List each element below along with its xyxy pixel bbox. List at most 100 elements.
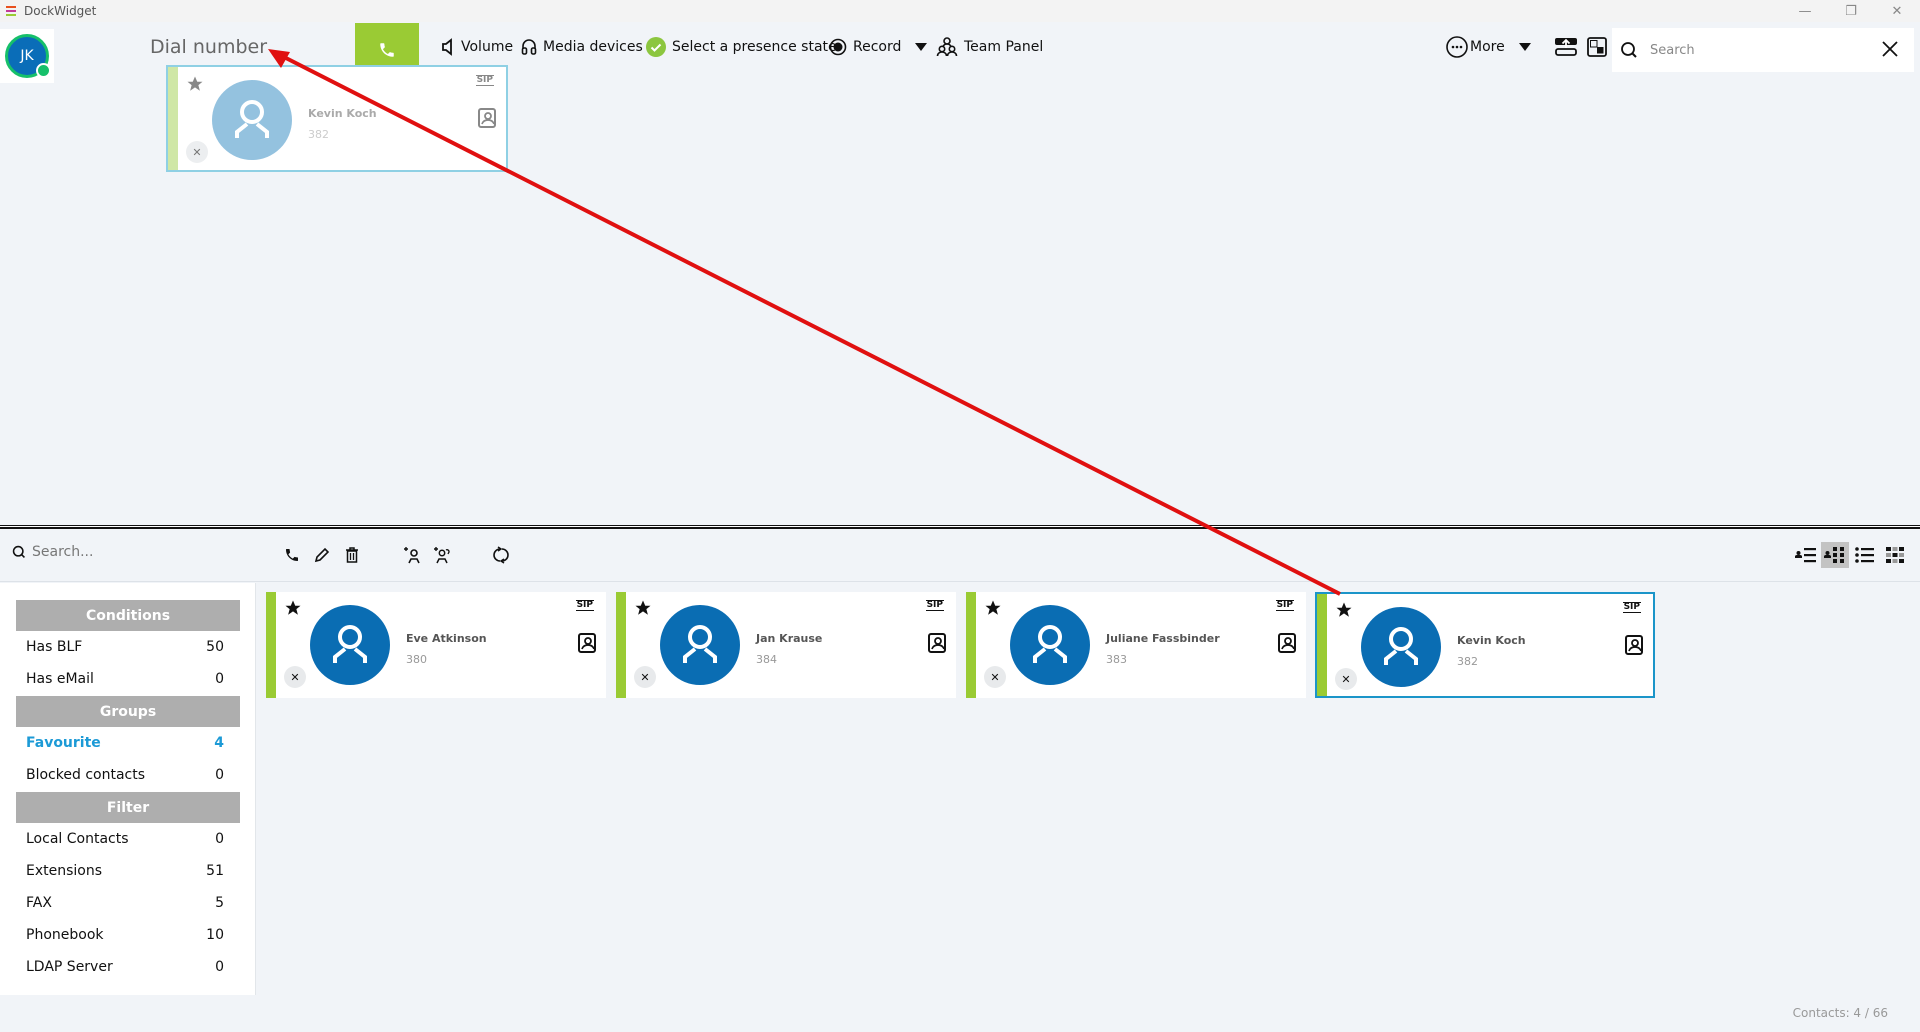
more-button[interactable]: More [1446,36,1531,58]
star-icon[interactable] [634,599,652,617]
sip-badge: SIP [475,75,494,86]
star-icon [187,76,203,91]
global-search-input[interactable]: Search [1612,28,1914,72]
sip-badge: SIP [1275,600,1294,611]
layout-toggle-button[interactable] [1587,36,1607,58]
sidebar-item-ldap-server[interactable]: LDAP Server 0 [26,956,224,978]
pencil-icon [314,547,330,563]
sidebar-item-blocked-contacts[interactable]: Blocked contacts 0 [26,764,224,786]
phone-icon [380,43,394,57]
close-icon[interactable] [1880,39,1900,59]
edit-contact-button[interactable] [311,544,333,566]
contacts-sidebar: Conditions Has BLF 50 Has eMail 0 Groups… [0,583,256,995]
headset-icon [521,39,537,55]
delete-contact-button[interactable] [341,544,363,566]
contact-photo [660,605,740,685]
add-contact-button[interactable] [401,544,423,566]
contact-card-icon[interactable] [928,633,946,653]
panel-splitter[interactable] [0,525,1920,529]
contact-photo [212,80,292,160]
sync-icon [493,546,509,564]
star-icon[interactable] [284,599,302,617]
remove-contact-button[interactable]: ✕ [634,666,656,688]
view-list-button[interactable] [1851,542,1879,568]
upload-tray-icon [1555,38,1577,56]
more-dots-icon [1446,36,1468,58]
record-button[interactable]: Record [829,36,928,58]
window-titlebar: DockWidget — ❐ ✕ [0,0,1920,22]
sync-contacts-button[interactable] [490,544,512,566]
contact-card-icon[interactable] [1278,633,1296,653]
volume-button[interactable]: Volume [441,36,513,58]
sidebar-item-has-email[interactable]: Has eMail 0 [26,668,224,690]
presence-bar [966,592,976,698]
view-list-photo-button[interactable] [1792,542,1820,568]
sidebar-item-label: Local Contacts [26,831,129,847]
dragged-contact-card[interactable]: ✕ Kevin Koch 382 SIP [166,65,508,172]
sidebar-item-count: 5 [215,895,224,911]
presence-status-dot [36,63,51,78]
contact-extension: 382 [308,128,329,141]
phone-icon [286,549,298,561]
remove-contact-button[interactable]: ✕ [984,666,1006,688]
add-group-contact-button[interactable] [431,544,453,566]
chevron-down-icon[interactable] [915,43,928,51]
contacts-count-label: Contacts: 4 / 66 [1792,1006,1888,1020]
team-panel-button[interactable]: Team Panel [936,36,1043,58]
contact-name: Kevin Koch [308,107,377,120]
chevron-down-icon [1518,43,1531,51]
sidebar-item-extensions[interactable]: Extensions 51 [26,860,224,882]
sidebar-item-phonebook[interactable]: Phonebook 10 [26,924,224,946]
volume-label: Volume [461,39,514,55]
presence-bar [266,592,276,698]
sidebar-item-count: 10 [206,927,224,943]
section-header-groups: Groups [16,696,240,727]
star-icon[interactable] [984,599,1002,617]
sidebar-item-fax[interactable]: FAX 5 [26,892,224,914]
person-icon [683,625,717,663]
media-devices-button[interactable]: Media devices [521,36,643,58]
presence-state-button[interactable]: Select a presence state [646,36,837,58]
restore-button[interactable]: ❐ [1845,3,1857,19]
remove-contact-button[interactable]: ✕ [284,666,306,688]
team-icon [936,37,958,57]
sip-badge: SIP [1622,602,1641,613]
close-window-button[interactable]: ✕ [1891,3,1903,19]
view-tiles-button[interactable] [1881,542,1909,568]
sidebar-item-label: LDAP Server [26,959,113,975]
contact-photo [1361,607,1441,687]
contacts-search-input[interactable]: Search... [12,544,93,560]
sidebar-item-has-blf[interactable]: Has BLF 50 [26,636,224,658]
search-icon [12,545,25,558]
remove-contact-button[interactable]: ✕ [186,141,208,163]
contact-card-icon [478,108,496,128]
star-icon[interactable] [1335,601,1353,619]
sidebar-item-favourite[interactable]: Favourite 4 [26,732,224,754]
sidebar-item-local-contacts[interactable]: Local Contacts 0 [26,828,224,850]
sidebar-item-count: 4 [214,735,224,751]
remove-contact-button[interactable]: ✕ [1335,668,1357,690]
user-avatar-container[interactable]: JK [0,29,54,83]
presence-label: Select a presence state [672,39,837,55]
search-placeholder: Search [1650,42,1695,58]
tiles-icon [1886,547,1904,563]
call-contact-button[interactable] [281,544,303,566]
top-toolbar: JK Dial number Volume Media devices Sele… [0,22,1920,83]
contact-extension: 380 [406,653,427,666]
contact-card-icon[interactable] [578,633,596,653]
section-header-conditions: Conditions [16,600,240,631]
minimize-button[interactable]: — [1798,3,1812,19]
contact-name: Juliane Fassbinder [1106,632,1220,645]
app-icon [6,6,16,16]
contact-card-icon[interactable] [1625,635,1643,655]
person-icon [235,100,269,138]
sidebar-item-label: Blocked contacts [26,767,145,783]
layout-icon [1587,37,1607,57]
upload-button[interactable] [1554,36,1578,58]
dial-number-input[interactable]: Dial number [150,36,268,58]
view-grid-photo-button[interactable] [1821,542,1849,568]
